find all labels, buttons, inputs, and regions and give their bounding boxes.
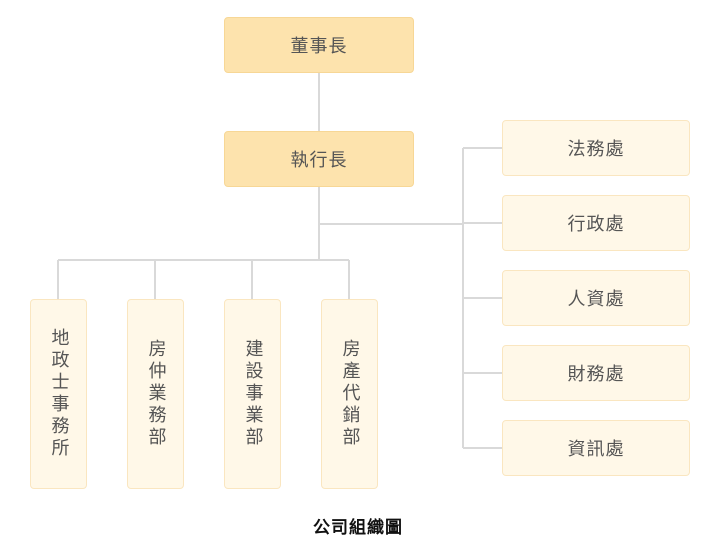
dept-brokerage-box: 房仲業務部 <box>127 299 184 489</box>
dept-finance-box: 財務處 <box>502 345 690 401</box>
dept-brokerage-label: 房仲業務部 <box>145 339 167 449</box>
dept-hr-box: 人資處 <box>502 270 690 326</box>
dept-legal-box: 法務處 <box>502 120 690 176</box>
dept-sales-agency-box: 房產代銷部 <box>321 299 378 489</box>
ceo-box: 執行長 <box>224 131 414 187</box>
dept-construction-label: 建設事業部 <box>242 339 264 449</box>
chairman-box: 董事長 <box>224 17 414 73</box>
chairman-label: 董事長 <box>290 36 348 57</box>
dept-land-office-label: 地政士事務所 <box>48 328 70 460</box>
chart-caption: 公司組織圖 <box>313 518 403 538</box>
dept-land-office-box: 地政士事務所 <box>30 299 87 489</box>
dept-finance-label: 財務處 <box>567 364 625 385</box>
dept-admin-box: 行政處 <box>502 195 690 251</box>
dept-it-box: 資訊處 <box>502 420 690 476</box>
dept-admin-label: 行政處 <box>567 214 625 235</box>
dept-construction-box: 建設事業部 <box>224 299 281 489</box>
dept-hr-label: 人資處 <box>567 289 625 310</box>
dept-sales-agency-label: 房產代銷部 <box>339 339 361 449</box>
dept-it-label: 資訊處 <box>567 439 625 460</box>
ceo-label: 執行長 <box>290 150 348 171</box>
dept-legal-label: 法務處 <box>567 139 625 160</box>
